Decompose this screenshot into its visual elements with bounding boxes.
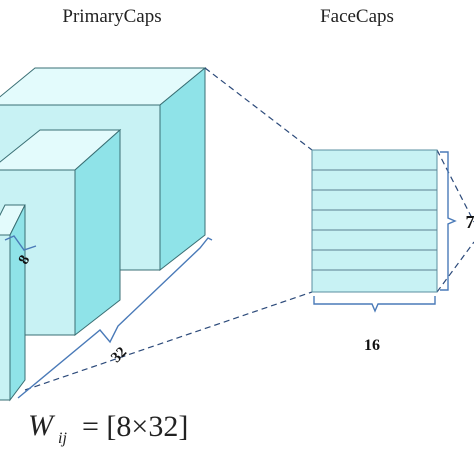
brace-16	[313, 296, 436, 313]
brace-32	[17, 237, 213, 399]
dim-32-label: 32	[108, 344, 130, 366]
brace-7	[440, 151, 457, 291]
primary-caps-title: PrimaryCaps	[62, 6, 161, 27]
equation-lhs: W	[28, 409, 56, 442]
projection-line-top	[204, 67, 313, 151]
dim-7-label: 7	[466, 212, 474, 232]
equation-subscript: ij	[58, 430, 67, 447]
brace-8	[4, 235, 37, 251]
dim-16-label: 16	[364, 337, 380, 354]
primary-caps-cube-front	[0, 204, 26, 402]
equation-rhs: = [8×32]	[82, 410, 188, 443]
face-caps-title: FaceCaps	[320, 6, 394, 27]
projection-line-right-top	[436, 149, 474, 223]
weight-equation: W ij = [8×32]	[28, 409, 188, 447]
projection-line-bottom	[24, 291, 313, 391]
projection-line-right-bottom	[436, 241, 474, 293]
face-caps-block	[311, 149, 438, 293]
